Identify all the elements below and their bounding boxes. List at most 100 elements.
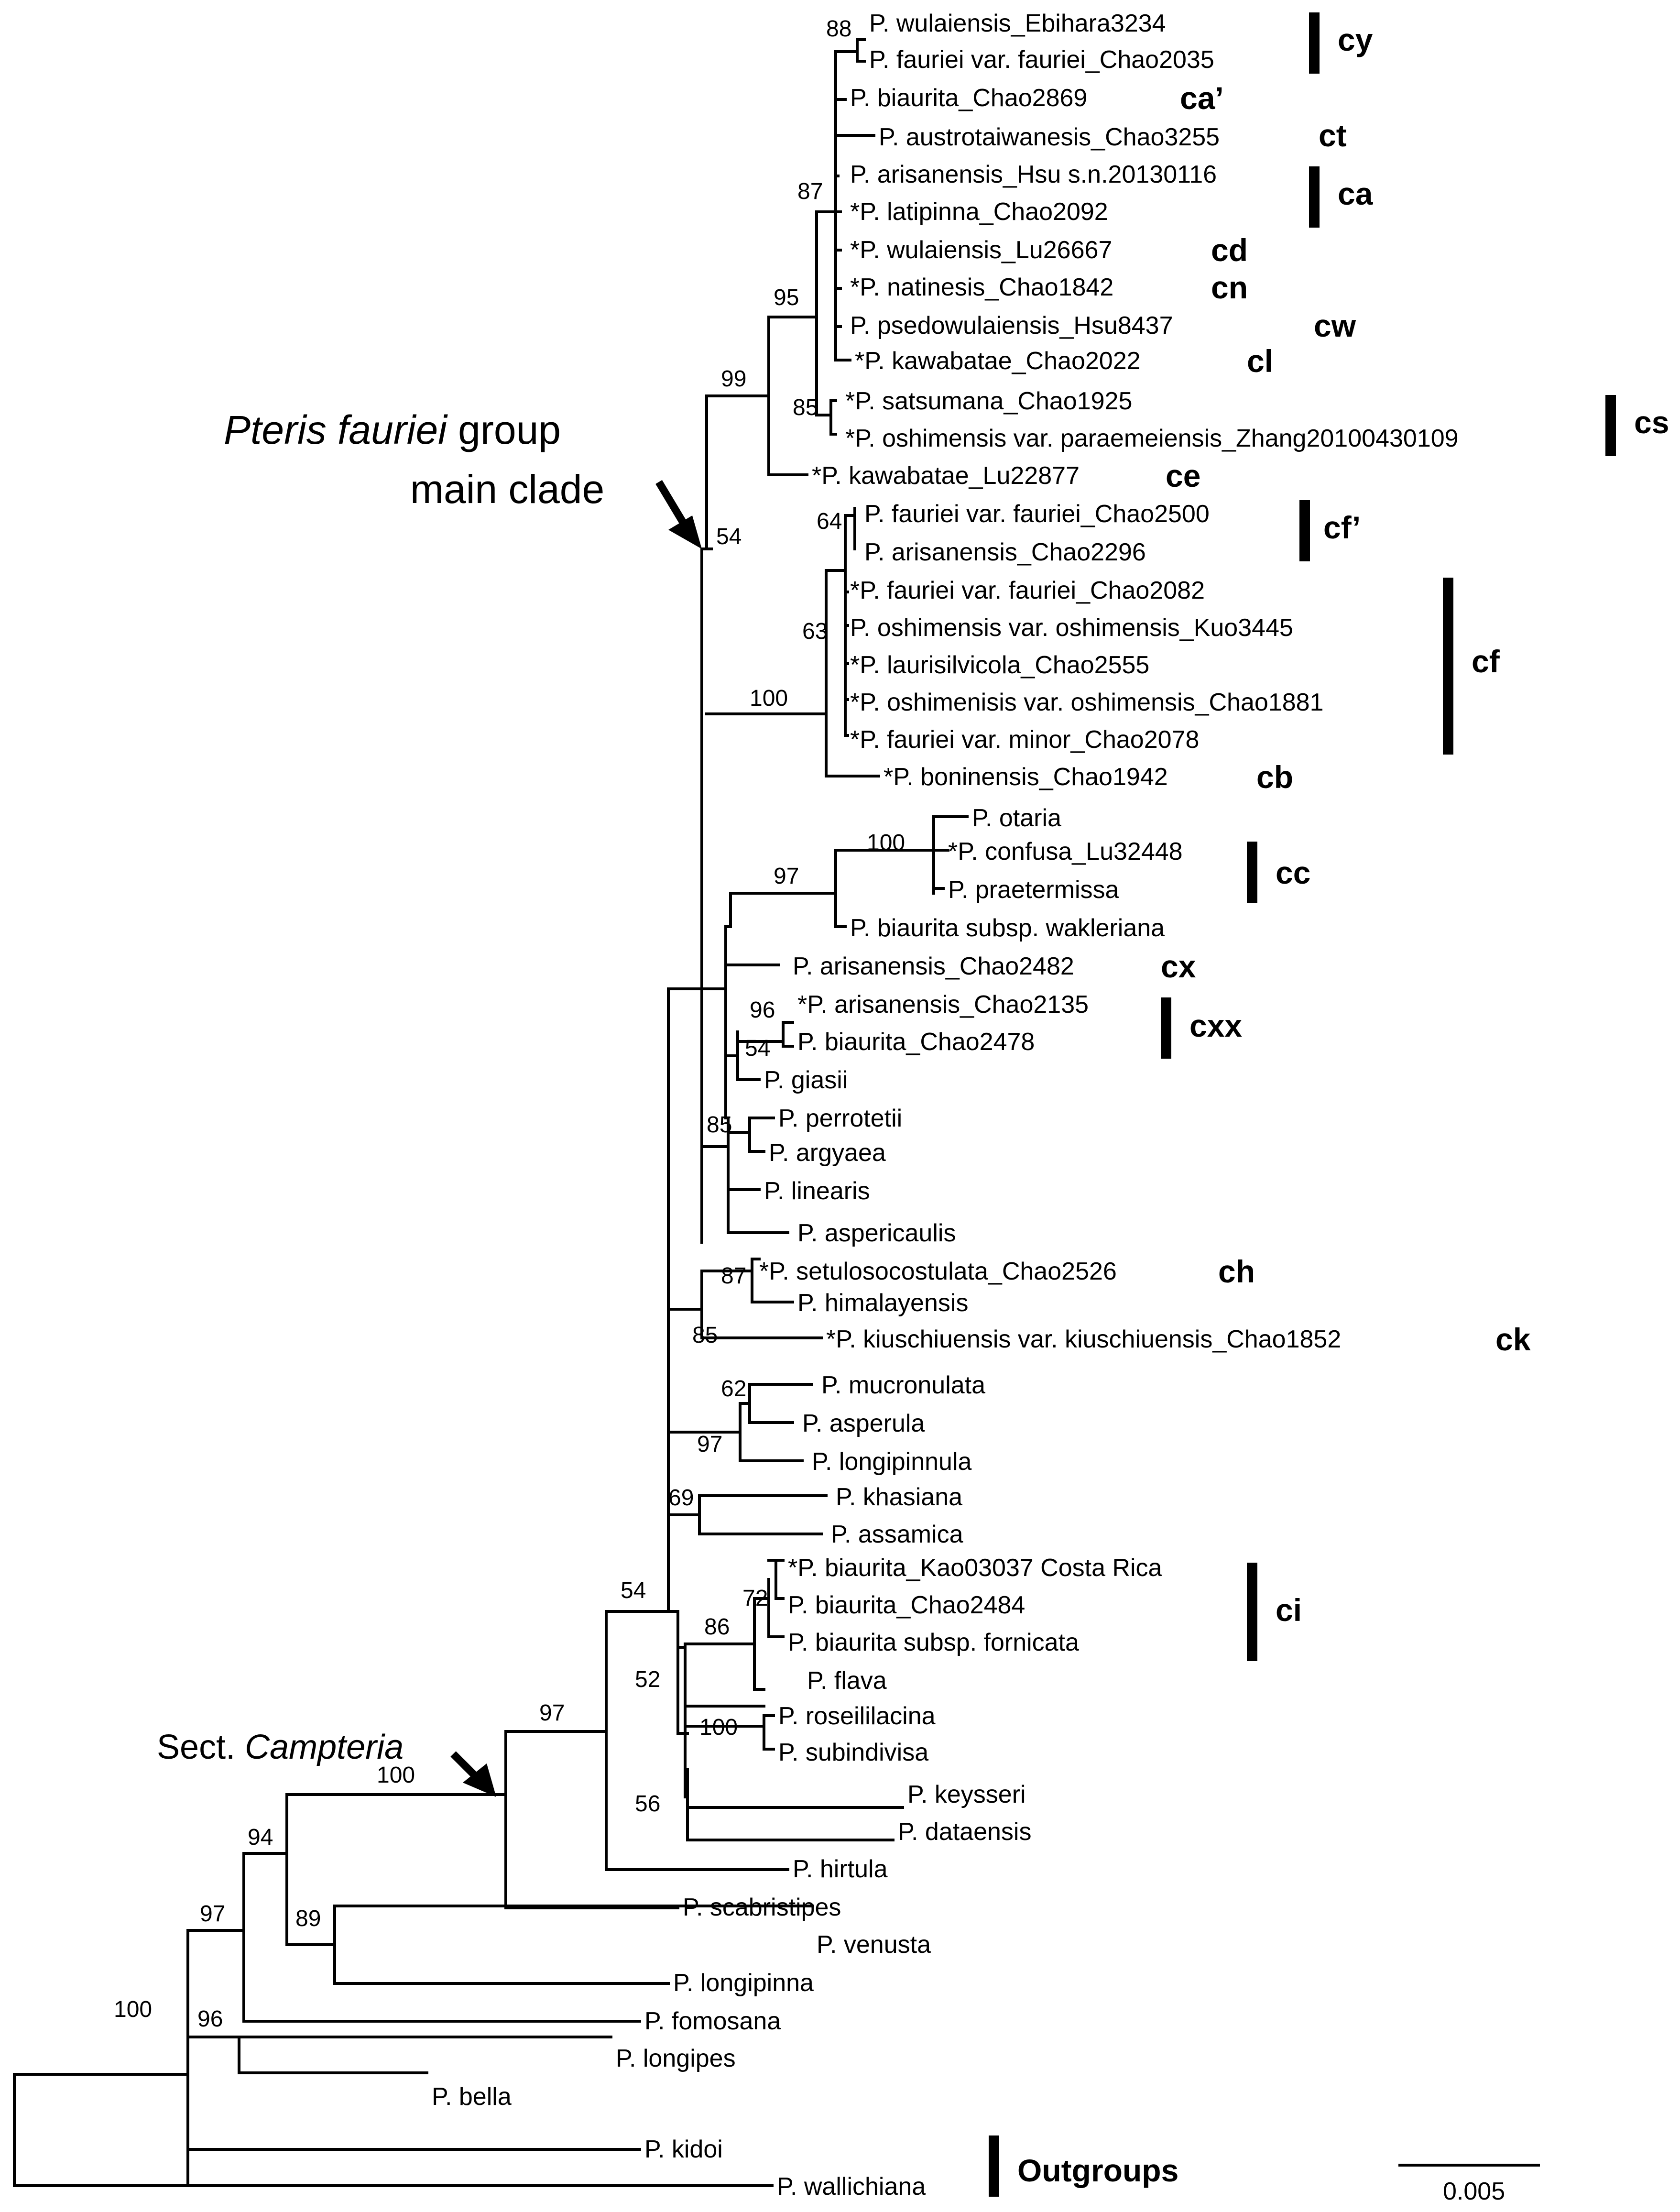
scale-bar-label: 0.005 [1443,2178,1505,2205]
support-value: 54 [745,1036,770,1061]
leaf-label: P. subindivisa [778,1739,928,1766]
leaf-label: P. fomosana [644,2007,781,2035]
clade-label-ch: ch [1218,1254,1255,1289]
main-clade-label-line1: Pteris fauriei group [224,407,561,452]
sect-campteria-label: Sect. Campteria [157,1728,404,1766]
leaf-label: P. bella [432,2083,512,2111]
clade-label-cb: cb [1256,759,1293,795]
support-value: 88 [826,16,851,42]
leaf-label: P. biaurita_Chao2478 [797,1028,1035,1056]
support-value: 56 [635,1791,660,1817]
clade-label-cx: cx [1161,949,1196,984]
support-value: 54 [621,1578,646,1603]
leaf-label: P. linearis [764,1177,870,1205]
leaf-label: P. biaurita subsp. wakleriana [850,914,1165,942]
leaf-label: *P. confusa_Lu32448 [948,838,1183,865]
support-value: 100 [867,830,905,855]
clade-label-cn: cn [1211,270,1248,305]
clade-label-ci: ci [1276,1592,1302,1628]
leaf-label: P. wallichiana [777,2173,926,2201]
leaf-label: *P. boninensis_Chao1942 [884,763,1168,791]
clade-label-cl: cl [1247,343,1273,379]
leaf-label: P. fauriei var. fauriei_Chao2035 [869,46,1214,74]
support-value: 72 [742,1586,768,1611]
support-value: 86 [704,1614,730,1640]
leaf-label: P. arisanensis_Hsu s.n.20130116 [850,161,1217,188]
support-value: 94 [248,1825,273,1850]
support-value: 100 [114,1997,152,2022]
support-value: 99 [721,366,746,392]
support-value: 96 [750,997,775,1023]
clade-bar-cy [1309,12,1320,74]
leaf-label: *P. natinesis_Chao1842 [850,274,1113,301]
support-value: 62 [721,1376,746,1402]
clade-label-cf: cf [1472,644,1500,679]
leaf-label: P. asperula [802,1410,925,1437]
leaf-label: P. perrotetii [778,1105,902,1132]
clade-label-cs: cs [1634,405,1669,440]
leaf-label: P. oshimensis var. oshimensis_Kuo3445 [850,614,1293,642]
leaf-label: *P. arisanensis_Chao2135 [797,991,1089,1018]
leaf-label: P. flava [807,1667,887,1695]
leaf-label: P. scabristipes [683,1894,841,1921]
clade-labels: cy ca’ ct ca cd cn cw cl cs ce cf’ cf cb… [1017,22,1669,2188]
support-value: 97 [774,864,799,889]
clade-bar-cf [1443,578,1453,755]
leaf-label: *P. kiuschiuensis var. kiuschiuensis_Cha… [826,1325,1341,1353]
tree-branches [13,38,1540,2187]
leaf-label: *P. oshimenisis var. oshimensis_Chao1881 [850,689,1324,716]
leaf-label: *P. fauriei var. minor_Chao2078 [850,726,1199,754]
main-clade-annotation: Pteris fauriei group main clade [224,407,702,549]
leaf-label: P. fauriei var. fauriei_Chao2500 [864,500,1210,528]
leaf-label: P. dataensis [898,1818,1031,1846]
leaf-label: *P. kawabatae_Lu22877 [812,462,1080,490]
leaf-label: P. praetermissa [948,876,1119,904]
support-value: 97 [539,1700,565,1726]
leaf-label: P. assamica [831,1521,963,1548]
support-value: 63 [802,619,828,644]
clade-bars [989,12,1616,2197]
support-value: 52 [635,1667,660,1692]
leaf-label: *P. laurisilvicola_Chao2555 [850,651,1149,679]
leaf-label: P. khasiana [836,1483,962,1511]
leaf-label: P. biaurita_Chao2869 [850,84,1087,112]
clade-bar-ci [1247,1563,1257,1661]
clade-label-ce: ce [1166,458,1200,493]
clade-label-cy: cy [1338,22,1373,57]
leaf-label: *P. wulaiensis_Lu26667 [850,236,1112,264]
clade-label-ca-prime: ca’ [1180,80,1224,116]
support-value: 64 [817,509,842,534]
support-value: 96 [197,2006,223,2032]
leaf-label: *P. kawabatae_Chao2022 [855,347,1141,375]
leaf-label: P. psedowulaiensis_Hsu8437 [850,312,1173,339]
leaf-label: P. kidoi [644,2135,723,2163]
leaf-label: P. longipinnula [812,1448,972,1476]
leaf-label: P. austrotaiwanesis_Chao3255 [879,123,1220,151]
support-value: 87 [721,1263,746,1289]
sect-arrowhead [463,1763,496,1797]
main-clade-arrowhead [668,515,702,549]
clade-label-cxx: cxx [1189,1008,1242,1043]
clade-label-ck: ck [1495,1322,1531,1357]
clade-bar-ca [1309,166,1320,228]
leaf-labels: P. wulaiensis_Ebihara3234 P. fauriei var… [432,10,1459,2201]
leaf-label: P. hirtula [793,1855,888,1883]
leaf-label: *P. oshimensis var. paraemeiensis_Zhang2… [845,425,1459,452]
support-value: 69 [668,1485,694,1511]
clade-label-cc: cc [1276,855,1310,890]
main-clade-label-line2: main clade [410,467,604,512]
leaf-label: P. keysseri [907,1781,1026,1808]
leaf-label: P. otaria [972,804,1061,832]
support-value: 54 [716,524,742,549]
clade-bar-cxx [1161,997,1171,1059]
support-value: 89 [295,1906,321,1931]
sect-name: Campteria [245,1728,404,1766]
leaf-label: *P. setulosocostulata_Chao2526 [759,1258,1117,1285]
clade-label-cw: cw [1314,308,1356,343]
leaf-label: P. arisanensis_Chao2296 [864,538,1146,566]
clade-bar-cf-prime [1299,500,1310,561]
leaf-label: P. arisanensis_Chao2482 [793,953,1074,980]
clade-label-cd: cd [1211,232,1248,268]
scale-bar: 0.005 [1443,2178,1505,2205]
